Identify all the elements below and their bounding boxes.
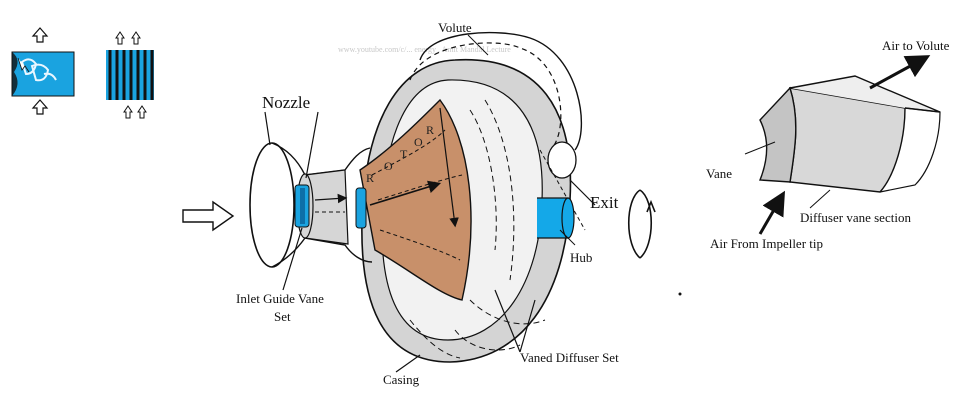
rotor: [359, 98, 472, 301]
up-arrow-icon: [115, 31, 147, 119]
inlet-guide-vanes: [294, 184, 367, 229]
dot-mark: [678, 292, 682, 296]
label-air-to-volute: Air to Volute: [882, 38, 950, 53]
label-air-from-impeller-tip: Air From Impeller tip: [710, 236, 823, 251]
rotation-arrow-icon: [627, 189, 656, 259]
vane-illustration-left: [11, 51, 75, 97]
diffuser-vane-section: [744, 55, 941, 235]
rotor-letters: R O T O R: [366, 123, 434, 185]
rotor-letter: O: [384, 159, 393, 173]
rotor-letter: O: [414, 135, 423, 149]
label-exit: Exit: [590, 193, 619, 212]
rotor-letter: R: [426, 123, 434, 137]
inlet-flow-arrow-icon: [182, 200, 235, 232]
rotor-letter: R: [366, 171, 374, 185]
rotor-letter: T: [400, 147, 408, 161]
label-casing: Casing: [383, 372, 420, 387]
watermark: www.youtube.com/c/... energy , Amit Mand…: [338, 45, 511, 54]
nozzle: [249, 142, 373, 268]
label-inlet-guide-vane-set: Set: [274, 309, 291, 324]
volute: [409, 31, 586, 231]
label-diffuser-vane-section: Diffuser vane section: [800, 210, 911, 225]
label-vane: Vane: [706, 166, 732, 181]
up-arrow-icon: [31, 27, 49, 115]
label-nozzle: Nozzle: [262, 93, 310, 112]
hub: [537, 197, 575, 239]
label-inlet-guide-vane: Inlet Guide Vane: [236, 291, 324, 306]
label-hub: Hub: [570, 250, 592, 265]
label-volute: Volute: [438, 20, 472, 35]
vaned-diffuser-lines: [409, 99, 546, 359]
vane-grid-illustration: [106, 50, 154, 100]
leader-lines: [264, 34, 596, 373]
label-vaned-diffuser-set: Vaned Diffuser Set: [520, 350, 619, 365]
